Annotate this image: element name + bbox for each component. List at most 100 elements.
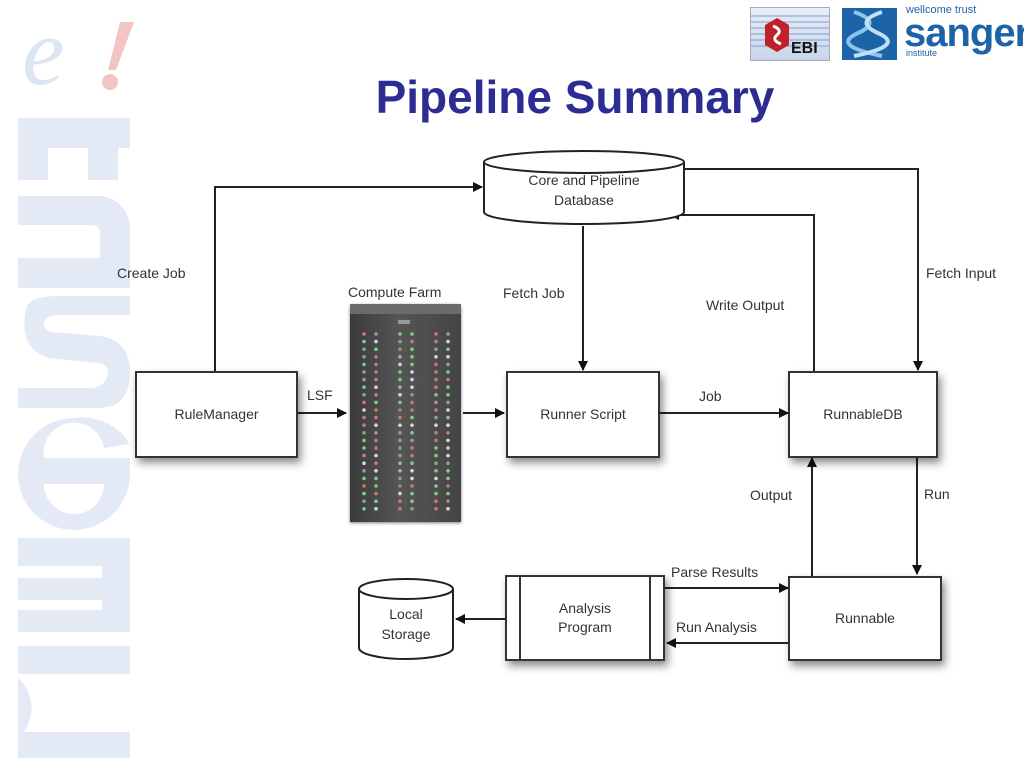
farm-led xyxy=(374,469,378,473)
farm-led xyxy=(410,499,414,503)
farm-led xyxy=(374,332,378,336)
farm-led xyxy=(362,362,366,367)
watermark-letter-e xyxy=(18,417,130,530)
label-run-analysis: Run Analysis xyxy=(676,619,757,635)
farm-led xyxy=(374,370,378,374)
farm-led xyxy=(374,385,378,389)
watermark-letter-l xyxy=(18,732,130,758)
farm-led xyxy=(362,370,366,374)
farm-led xyxy=(410,408,414,412)
sanger-main-text: sanger xyxy=(904,11,1024,55)
analysis-right-bar xyxy=(649,577,651,659)
farm-led xyxy=(446,347,450,351)
farm-led xyxy=(410,339,414,344)
node-rule-manager: RuleManager xyxy=(135,371,298,458)
farm-led xyxy=(446,423,450,427)
farm-led xyxy=(410,377,414,382)
farm-led xyxy=(434,446,438,450)
node-analysis-program: Analysis Program xyxy=(505,575,665,661)
farm-led xyxy=(374,415,378,420)
farm-led xyxy=(374,377,378,382)
node-runnable: Runnable xyxy=(788,576,942,661)
farm-led xyxy=(398,339,402,344)
farm-led xyxy=(374,355,378,359)
label-output: Output xyxy=(750,487,793,503)
farm-led xyxy=(398,362,402,367)
label-job: Job xyxy=(699,388,722,404)
analysis-left-bar xyxy=(519,577,521,659)
farm-led xyxy=(398,453,402,458)
label-create-job: Create Job xyxy=(117,265,186,281)
node-runner-script: Runner Script xyxy=(506,371,660,458)
farm-led xyxy=(374,393,378,397)
farm-led xyxy=(434,332,438,336)
farm-led xyxy=(434,438,438,443)
farm-led xyxy=(446,484,450,488)
farm-led xyxy=(398,355,402,359)
farm-led xyxy=(398,491,402,496)
farm-led xyxy=(374,400,378,405)
farm-led xyxy=(362,332,366,336)
farm-led xyxy=(446,415,450,420)
farm-led xyxy=(446,438,450,443)
farm-led xyxy=(362,377,366,382)
farm-led xyxy=(410,491,414,496)
farm-led xyxy=(362,400,366,405)
farm-led xyxy=(374,438,378,443)
farm-led xyxy=(398,347,402,351)
farm-led xyxy=(398,476,402,481)
farm-led xyxy=(446,431,450,435)
farm-led xyxy=(362,453,366,458)
sanger-logo: wellcome trust sanger institute xyxy=(842,4,1024,60)
farm-led xyxy=(398,507,402,511)
farm-led xyxy=(434,469,438,473)
farm-led xyxy=(362,461,366,465)
farm-led xyxy=(362,408,366,412)
farm-led xyxy=(446,491,450,496)
farm-led xyxy=(434,339,438,344)
farm-led xyxy=(434,347,438,351)
farm-led xyxy=(374,484,378,488)
ensembl-e-logo: e xyxy=(22,10,134,100)
edge-write-output xyxy=(669,210,815,372)
sanger-bottom-line: institute xyxy=(906,48,938,58)
compute-farm-server-icon xyxy=(350,304,461,522)
database-cylinder xyxy=(483,150,685,225)
farm-led xyxy=(446,377,450,382)
farm-led xyxy=(398,400,402,405)
farm-led xyxy=(434,423,438,427)
farm-led xyxy=(362,355,366,359)
farm-led xyxy=(434,461,438,465)
farm-led xyxy=(434,408,438,412)
farm-led xyxy=(398,469,402,473)
farm-led xyxy=(398,499,402,503)
farm-led xyxy=(410,461,414,465)
farm-led xyxy=(398,332,402,336)
farm-led xyxy=(446,332,450,336)
farm-led xyxy=(434,507,438,511)
farm-led xyxy=(434,431,438,435)
edge-create-job xyxy=(214,182,483,372)
farm-led xyxy=(446,370,450,374)
farm-led xyxy=(434,415,438,420)
farm-led xyxy=(410,332,414,336)
farm-led xyxy=(446,355,450,359)
farm-led xyxy=(446,507,450,511)
farm-led xyxy=(398,393,402,397)
farm-led xyxy=(362,469,366,473)
farm-led xyxy=(374,476,378,481)
label-run: Run xyxy=(924,486,950,502)
farm-led xyxy=(410,438,414,443)
farm-led xyxy=(398,408,402,412)
farm-led xyxy=(362,431,366,435)
farm-led xyxy=(374,431,378,435)
farm-led xyxy=(362,446,366,450)
farm-led xyxy=(410,484,414,488)
farm-led xyxy=(410,453,414,458)
farm-led xyxy=(374,461,378,465)
farm-led xyxy=(398,484,402,488)
farm-led xyxy=(434,377,438,382)
farm-led xyxy=(362,507,366,511)
farm-led xyxy=(410,385,414,389)
local-storage-cylinder xyxy=(358,578,454,660)
